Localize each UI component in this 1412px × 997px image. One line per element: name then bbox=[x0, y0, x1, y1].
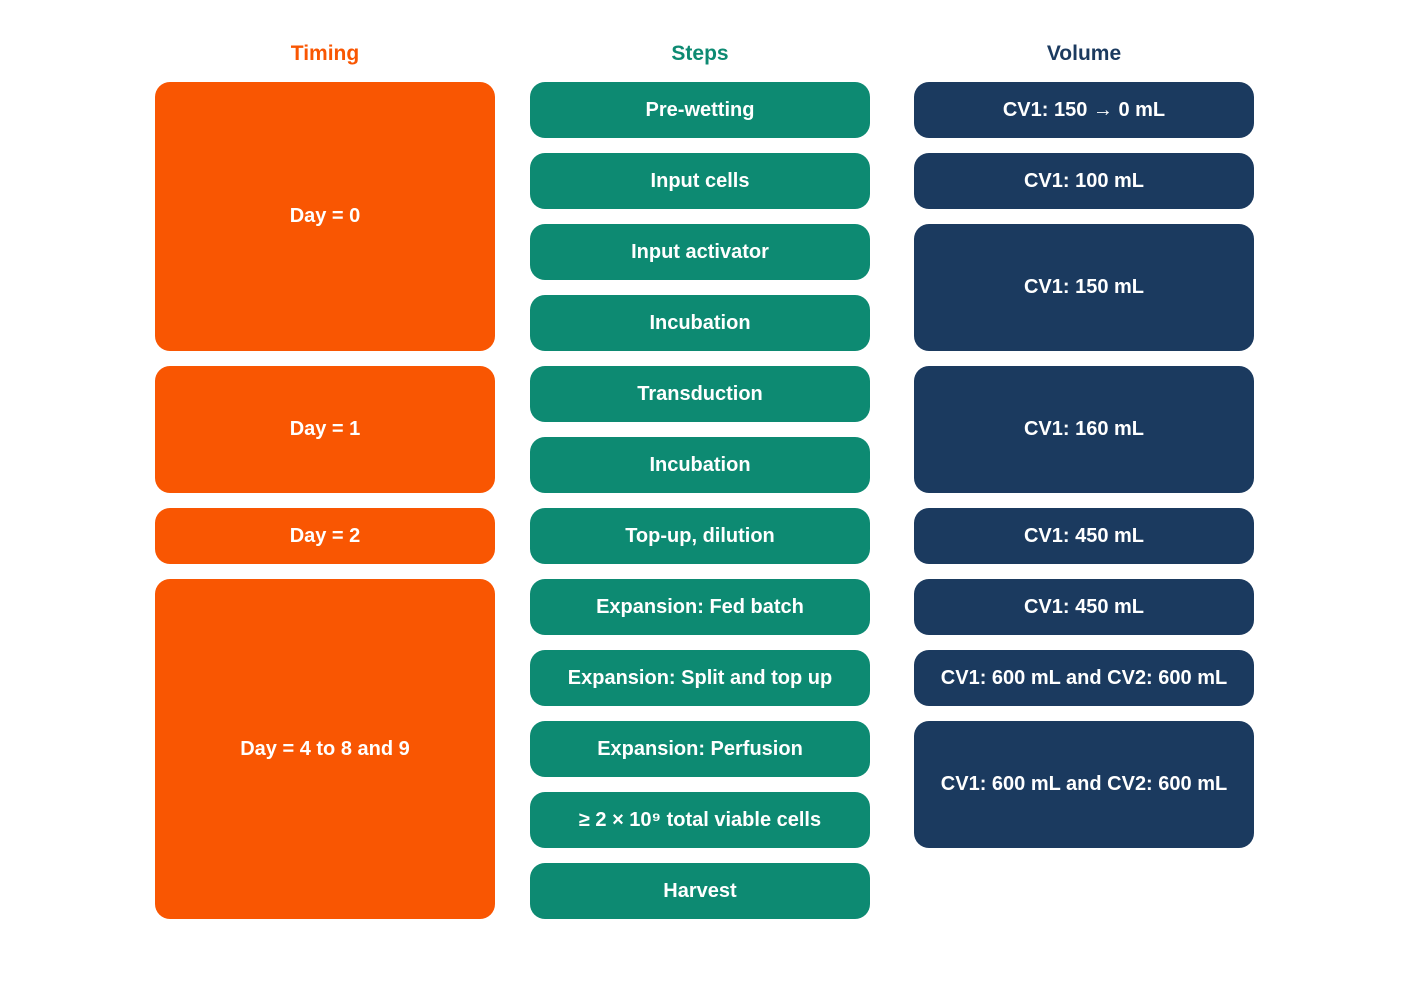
volume-box-cv1-600-cv2-600-a: CV1: 600 mL and CV2: 600 mL bbox=[914, 650, 1254, 706]
diagram-grid: Timing Steps Volume Day = 0 Day = 1 Day … bbox=[155, 40, 1254, 919]
volume-box-cv1-160: CV1: 160 mL bbox=[914, 366, 1254, 493]
column-header-steps: Steps bbox=[671, 41, 729, 65]
step-box-pre-wetting: Pre-wetting bbox=[530, 82, 870, 138]
timing-box-day-4-to-8-and-9: Day = 4 to 8 and 9 bbox=[155, 579, 495, 919]
timing-box-day-1: Day = 1 bbox=[155, 366, 495, 493]
step-box-incubation-1: Incubation bbox=[530, 295, 870, 351]
timing-box-day-2: Day = 2 bbox=[155, 508, 495, 564]
volume-box-cv1-450-b: CV1: 450 mL bbox=[914, 579, 1254, 635]
step-box-transduction: Transduction bbox=[530, 366, 870, 422]
volume-box-cv1-100: CV1: 100 mL bbox=[914, 153, 1254, 209]
step-box-expansion-fed-batch: Expansion: Fed batch bbox=[530, 579, 870, 635]
step-box-input-cells: Input cells bbox=[530, 153, 870, 209]
volume-box-cv1-450-a: CV1: 450 mL bbox=[914, 508, 1254, 564]
volume-box-cv1-150: CV1: 150 mL bbox=[914, 224, 1254, 351]
timing-box-day-0: Day = 0 bbox=[155, 82, 495, 351]
step-box-incubation-2: Incubation bbox=[530, 437, 870, 493]
step-box-harvest: Harvest bbox=[530, 863, 870, 919]
column-header-volume: Volume bbox=[1046, 41, 1122, 65]
volume-box-cv1-150-to-0: CV1: 150 → 0 mL bbox=[914, 82, 1254, 138]
step-box-input-activator: Input activator bbox=[530, 224, 870, 280]
volume-box-cv1-600-cv2-600-b: CV1: 600 mL and CV2: 600 mL bbox=[914, 721, 1254, 848]
column-header-timing: Timing bbox=[290, 41, 360, 65]
step-box-expansion-split-and-top-up: Expansion: Split and top up bbox=[530, 650, 870, 706]
step-box-expansion-perfusion: Expansion: Perfusion bbox=[530, 721, 870, 777]
step-box-top-up-dilution: Top-up, dilution bbox=[530, 508, 870, 564]
step-box-total-viable-cells: ≥ 2 × 10⁹ total viable cells bbox=[530, 792, 870, 848]
